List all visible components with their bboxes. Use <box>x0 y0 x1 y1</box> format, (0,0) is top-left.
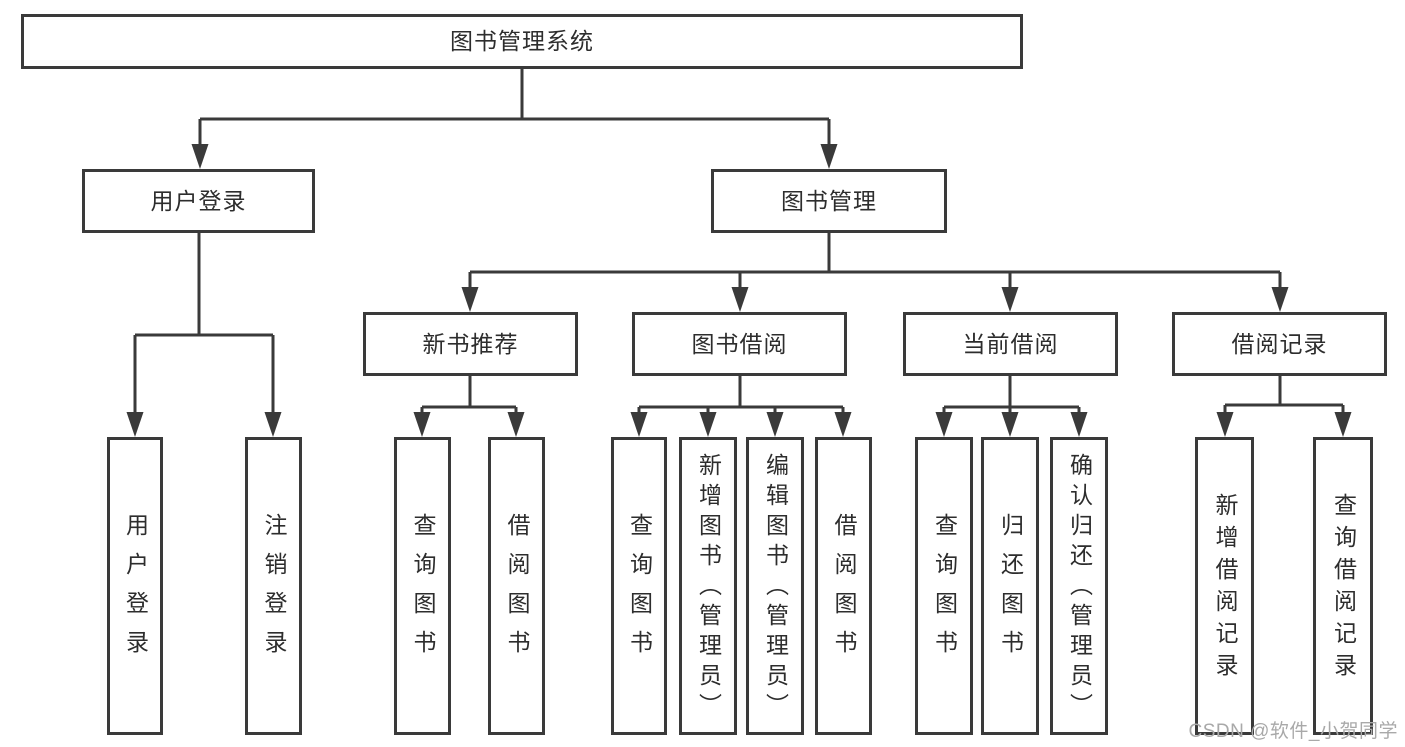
arrowhead-icon <box>413 412 431 437</box>
arrowhead-icon <box>1334 412 1352 437</box>
node-book-borrow: 图书借阅 <box>632 312 847 376</box>
node-library-management-system: 图书管理系统 <box>21 14 1023 69</box>
leaf-logout-login: 注销登录 <box>245 437 302 735</box>
node-book-management: 图书管理 <box>711 169 947 233</box>
arrowhead-icon <box>820 144 838 169</box>
node-new-book-recommend: 新书推荐 <box>363 312 578 376</box>
arrowhead-icon <box>1271 287 1289 312</box>
node-current-borrow: 当前借阅 <box>903 312 1118 376</box>
csdn-watermark: CSDN @软件_小贺同学 <box>1188 721 1398 742</box>
arrowhead-icon <box>935 412 953 437</box>
leaf-query-book-borrow: 查询图书 <box>611 437 667 735</box>
connector-path <box>133 68 1345 416</box>
arrowhead-icon <box>766 412 784 437</box>
node-borrow-record: 借阅记录 <box>1172 312 1387 376</box>
arrowhead-icon <box>1001 287 1019 312</box>
arrowhead-icon <box>731 287 749 312</box>
arrowhead-icon <box>1216 412 1234 437</box>
arrowhead-icon <box>630 412 648 437</box>
leaf-borrow-book-recommend: 借阅图书 <box>488 437 545 735</box>
arrowhead-icon <box>191 144 209 169</box>
leaf-borrow-book: 借阅图书 <box>815 437 872 735</box>
node-user-login: 用户登录 <box>82 169 315 233</box>
leaf-query-borrow-record: 查询借阅记录 <box>1313 437 1373 735</box>
leaf-confirm-return-admin: 确认归还（管理员） <box>1050 437 1108 735</box>
leaf-query-book-recommend: 查询图书 <box>394 437 451 735</box>
arrowhead-icon <box>1001 412 1019 437</box>
leaf-user-login: 用户登录 <box>107 437 163 735</box>
leaf-add-borrow-record: 新增借阅记录 <box>1195 437 1254 735</box>
arrowhead-icon <box>461 287 479 312</box>
arrowhead-icon <box>699 412 717 437</box>
arrowhead-icon <box>1070 412 1088 437</box>
arrowhead-icon <box>264 412 282 437</box>
arrowhead-icon <box>507 412 525 437</box>
arrowhead-icon <box>834 412 852 437</box>
leaf-query-book-current: 查询图书 <box>915 437 973 735</box>
leaf-return-book: 归还图书 <box>981 437 1039 735</box>
leaf-edit-book-admin: 编辑图书（管理员） <box>746 437 804 735</box>
arrowhead-icon <box>126 412 144 437</box>
leaf-add-book-admin: 新增图书（管理员） <box>679 437 737 735</box>
